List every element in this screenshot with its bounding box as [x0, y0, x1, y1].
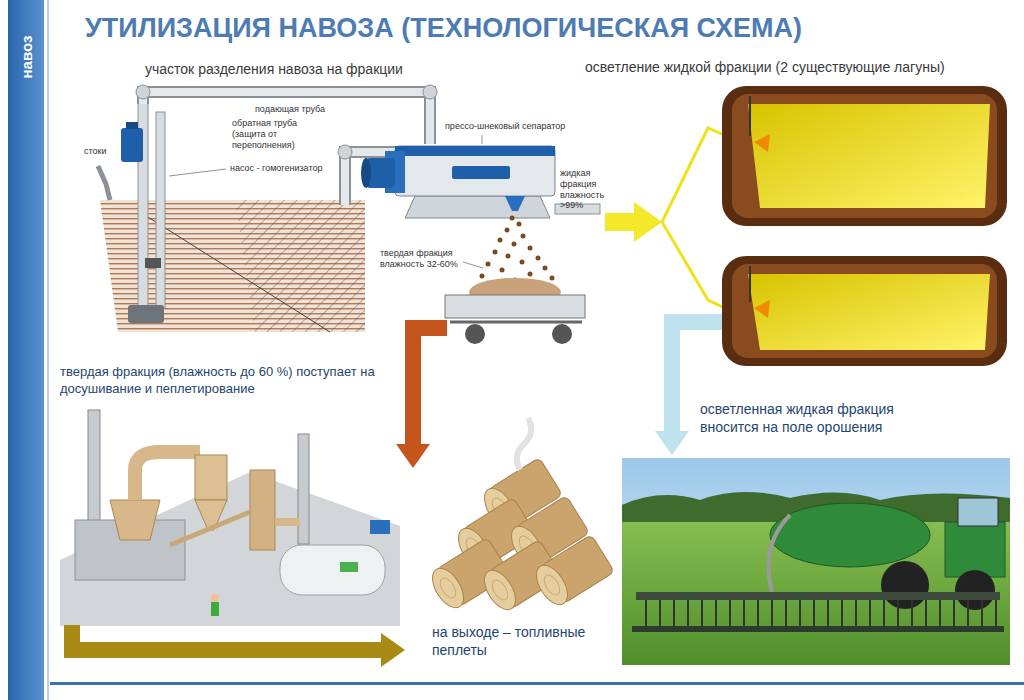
pit-line — [140, 212, 330, 332]
plant-cyclone — [195, 455, 227, 500]
plant-hopper — [110, 500, 160, 540]
lagoon-pole — [749, 96, 751, 136]
separation-section: участок разделения навоза на фракции — [50, 58, 605, 352]
lagoon-section: осветление жидкой фракции (2 существующи… — [662, 75, 1012, 372]
node-caption: осветленная жидкая фракция вносится на п… — [700, 400, 930, 436]
leader-line — [482, 135, 483, 144]
field-sky — [622, 458, 1010, 665]
smoke — [517, 418, 531, 470]
node-caption: на выходе – топливные пеплеты — [432, 623, 607, 659]
part-label: жидкая фракция влажность >99% — [560, 168, 626, 211]
part-label: твердая фракция влажность 32-60% — [380, 248, 462, 270]
part-label: подающая труба — [255, 104, 325, 115]
spreader-hoses — [646, 600, 996, 628]
arrow-shaft — [72, 625, 382, 650]
arrow-head — [655, 431, 689, 455]
solid-outlet — [505, 196, 525, 211]
leader-line — [169, 169, 226, 176]
pump-foot — [128, 305, 164, 323]
part-label: прессо-шнековый сепаратор — [445, 121, 565, 132]
liquid-flow-arrow — [605, 202, 662, 242]
section-tab: навоз — [18, 22, 36, 92]
solid-flow-stub — [413, 328, 447, 354]
lagoon-water — [748, 104, 990, 208]
pipe-elbow — [423, 85, 437, 99]
plant-floor — [60, 472, 400, 626]
part-label: стоки — [84, 146, 107, 157]
return-pipe — [345, 152, 397, 205]
separator-fan — [361, 158, 371, 188]
node-caption: твердая фракция (влажность до 60 %) пост… — [60, 364, 380, 398]
arrow-head — [634, 202, 662, 242]
part-label: насос - гомогенизатор — [230, 163, 322, 174]
plant-conveyor — [170, 512, 250, 545]
spreader-boom — [636, 592, 1000, 600]
pump-pipe — [156, 112, 165, 308]
drying-pelleting-plant: твердая фракция (влажность до 60 %) пост… — [55, 362, 400, 625]
pellet-logs — [426, 458, 614, 615]
solid-particles — [480, 216, 555, 283]
side-rule — [47, 0, 49, 700]
plant-duct — [135, 452, 200, 500]
trailer-wheel — [552, 324, 572, 344]
bottom-rule — [50, 682, 1024, 685]
lagoon-bank — [732, 264, 997, 358]
lagoon-rim — [722, 86, 1007, 226]
part-label: обратная труба (защита от переполнения) — [232, 118, 332, 150]
trailer-chassis — [450, 321, 582, 324]
tank-hose — [769, 515, 790, 592]
worker-head — [211, 594, 219, 602]
tractor-cab — [958, 498, 998, 526]
drum-badge — [340, 562, 358, 572]
return-pipe — [345, 152, 397, 205]
separator-stand — [405, 196, 550, 218]
pipe-elbow — [136, 85, 150, 99]
lagoon-rim — [722, 256, 1007, 366]
lagoon-pole — [749, 266, 751, 302]
tractor-body — [945, 522, 1005, 577]
leader-line — [463, 262, 483, 268]
solid-flow-arrow — [396, 352, 430, 468]
plant-duct — [275, 518, 300, 526]
pipe-elbow — [338, 145, 352, 159]
tank-wheel — [881, 561, 929, 609]
arrow-shaft — [605, 213, 635, 231]
fuel-pellets: на выходе – топливные пеплеты — [405, 468, 612, 667]
trailer-body — [445, 295, 585, 318]
lagoon-water — [748, 274, 990, 350]
arrow-shaft — [664, 372, 680, 432]
pump-motor-cap — [126, 122, 138, 129]
trailer-wheel — [465, 324, 485, 344]
plant-chimney — [298, 434, 309, 544]
separator-body — [395, 146, 555, 196]
slurry-tank — [770, 503, 930, 567]
node-caption: осветление жидкой фракции (2 существующи… — [585, 58, 935, 76]
diagram-title: УТИЛИЗАЦИЯ НАВОЗА (ТЕХНОЛОГИЧЕСКАЯ СХЕМА… — [85, 13, 802, 44]
pit-hatch — [235, 200, 365, 332]
arrow-head — [381, 633, 405, 667]
inflow-pipe — [98, 166, 110, 200]
lagoon-marker — [754, 134, 770, 152]
clarified-flow-arrow — [655, 372, 689, 455]
arrow-head — [396, 444, 430, 468]
side-bar — [8, 0, 44, 700]
irrigation-field: осветленная жидкая фракция вносится на п… — [622, 455, 1012, 667]
arrow-shaft — [405, 352, 421, 445]
plant-motor — [370, 520, 390, 534]
pump-valve — [145, 258, 161, 268]
plant-tower — [250, 470, 275, 550]
spreader-bar — [632, 626, 1004, 632]
separator-plate — [452, 166, 510, 179]
lagoon-bank — [732, 94, 997, 218]
tractor-wheel — [955, 570, 995, 610]
worker-body — [211, 602, 219, 616]
separator-band — [395, 146, 555, 156]
dryer-drum — [280, 545, 385, 595]
lagoon-marker — [754, 300, 770, 318]
pump-motor — [121, 128, 143, 162]
pellet-output-arrow — [72, 625, 405, 667]
